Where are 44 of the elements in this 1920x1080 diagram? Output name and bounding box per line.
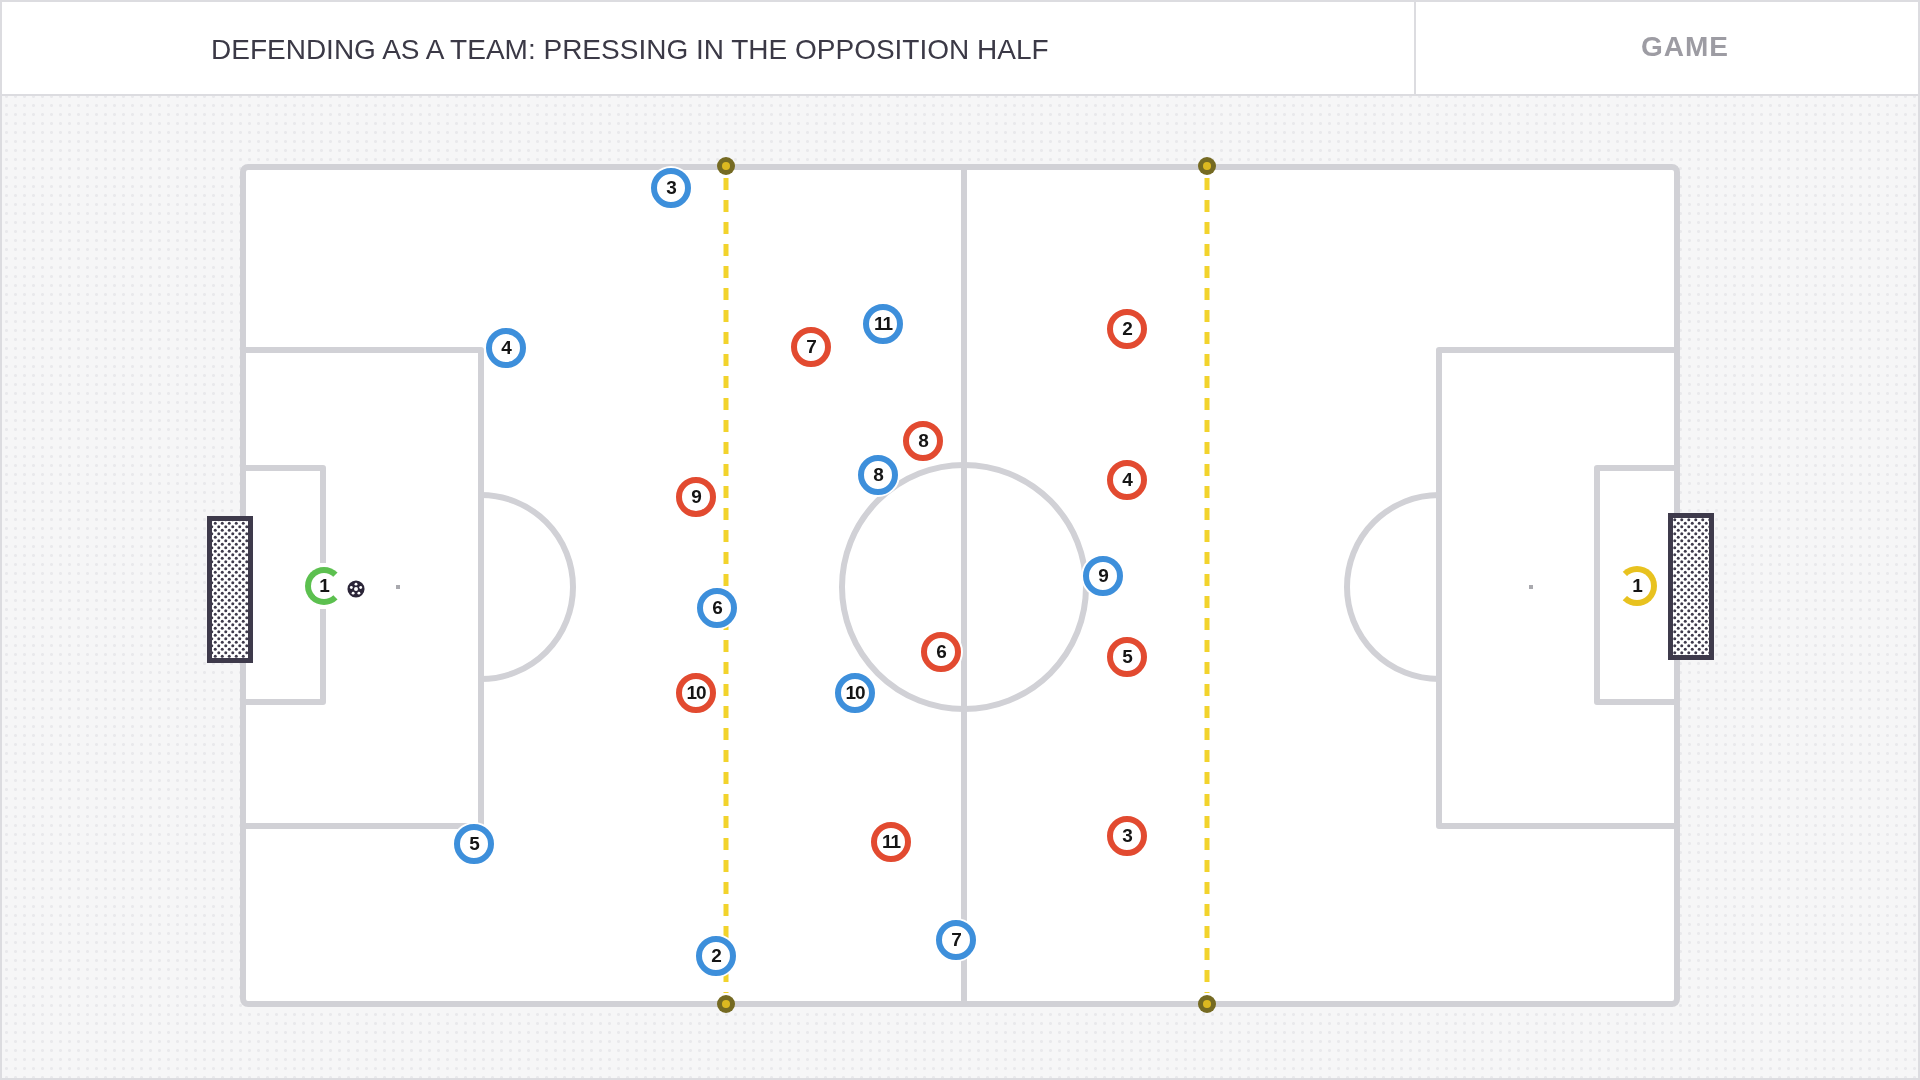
player-marker (858, 455, 898, 495)
player-marker (1107, 460, 1147, 500)
player-number: 1 (319, 576, 329, 596)
player-marker (1083, 556, 1123, 596)
player-number: 1 (1632, 576, 1642, 596)
player-marker (936, 920, 976, 960)
player-marker (1107, 309, 1147, 349)
player-number: 6 (936, 642, 946, 662)
player-number: 5 (1122, 647, 1132, 667)
player-number: 3 (1122, 826, 1132, 846)
player-number: 4 (501, 338, 511, 358)
player-number: 6 (712, 598, 722, 618)
player-number: 3 (666, 178, 676, 198)
player-marker (697, 588, 737, 628)
player-number: 10 (845, 683, 865, 703)
player-marker (454, 824, 494, 864)
player-marker (486, 328, 526, 368)
player-marker (676, 477, 716, 517)
player-marker (1107, 816, 1147, 856)
player-number: 4 (1122, 470, 1132, 490)
player-number: 5 (469, 834, 479, 854)
player-number: 11 (881, 832, 901, 852)
player-marker (651, 168, 691, 208)
player-number: 10 (686, 683, 706, 703)
player-number: 11 (873, 314, 893, 334)
player-marker (1107, 637, 1147, 677)
player-marker (835, 673, 875, 713)
player-number: 7 (951, 930, 961, 950)
diagram-title: DEFENDING AS A TEAM: PRESSING IN THE OPPOSITION HALF (211, 34, 1049, 66)
player-marker (871, 822, 911, 862)
player-number: 9 (1098, 566, 1108, 586)
player-marker (863, 304, 903, 344)
player-marker (903, 421, 943, 461)
player-marker (791, 327, 831, 367)
player-marker (696, 936, 736, 976)
player-number: 8 (873, 465, 883, 485)
player-number: 9 (691, 487, 701, 507)
player-marker (676, 673, 716, 713)
player-number: 2 (1122, 319, 1132, 339)
player-number: 7 (806, 337, 816, 357)
player-number: 8 (918, 431, 928, 451)
section-label: GAME (1641, 31, 1729, 63)
player-marker (921, 632, 961, 672)
player-number: 2 (711, 946, 721, 966)
